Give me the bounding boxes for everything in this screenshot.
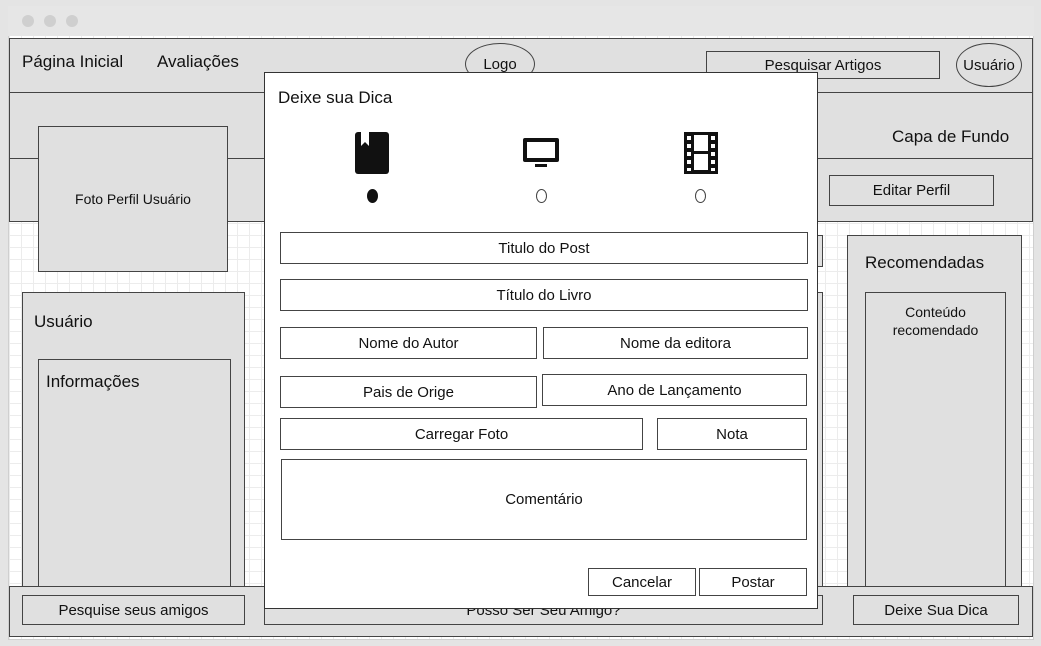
- edit-profile-button[interactable]: Editar Perfil: [829, 175, 994, 206]
- book-icon[interactable]: [353, 130, 393, 176]
- recommended-content[interactable]: Conteúdo recomendado: [892, 304, 979, 338]
- cancel-button[interactable]: Cancelar: [588, 568, 696, 596]
- recommended-title: Recomendadas: [865, 253, 985, 272]
- window-minimize-dot[interactable]: [44, 15, 56, 27]
- user-menu-button[interactable]: Usuário: [956, 43, 1022, 87]
- author-input[interactable]: Nome do Autor: [280, 327, 537, 359]
- film-icon[interactable]: [681, 130, 721, 176]
- release-year-input[interactable]: Ano de Lançamento: [542, 374, 807, 406]
- profile-photo[interactable]: Foto Perfil Usuário: [38, 126, 228, 272]
- nav-home-link[interactable]: Página Inicial: [22, 52, 124, 71]
- book-title-input[interactable]: Título do Livro: [280, 279, 808, 311]
- post-button[interactable]: Postar: [699, 568, 807, 596]
- radio-book[interactable]: [367, 189, 378, 203]
- recommended-content-box: [865, 292, 1006, 592]
- window-maximize-dot[interactable]: [66, 15, 78, 27]
- comment-textarea[interactable]: Comentário: [281, 459, 807, 540]
- tv-icon[interactable]: [521, 135, 561, 171]
- leave-tip-button[interactable]: Deixe Sua Dica: [853, 595, 1019, 625]
- nav-reviews-link[interactable]: Avaliações: [157, 52, 239, 71]
- upload-photo-button[interactable]: Carregar Foto: [280, 418, 643, 450]
- title-bar: [8, 6, 1034, 36]
- publisher-input[interactable]: Nome da editora: [543, 327, 808, 359]
- window-close-dot[interactable]: [22, 15, 34, 27]
- cover-label: Capa de Fundo: [892, 127, 1010, 146]
- user-panel-title: Usuário: [34, 312, 93, 331]
- post-title-input[interactable]: Titulo do Post: [280, 232, 808, 264]
- country-input[interactable]: Pais de Orige: [280, 376, 537, 408]
- rating-input[interactable]: Nota: [657, 418, 807, 450]
- search-friends-input[interactable]: Pesquise seus amigos: [22, 595, 245, 625]
- modal-title: Deixe sua Dica: [278, 88, 393, 107]
- radio-film[interactable]: [695, 189, 706, 203]
- tip-modal: Deixe sua Dica: [264, 72, 818, 609]
- info-title: Informações: [46, 372, 140, 391]
- radio-tv[interactable]: [536, 189, 547, 203]
- info-box: [38, 359, 231, 592]
